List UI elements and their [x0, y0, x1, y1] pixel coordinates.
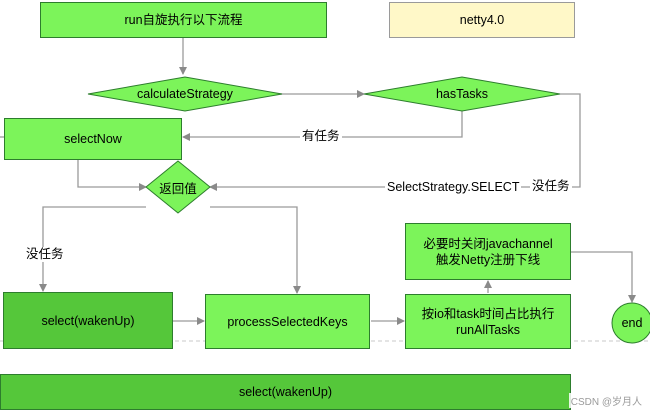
netty-version-note: netty4.0: [389, 2, 575, 38]
edge-return-to-select: [39, 206, 146, 292]
run-loop-label: run自旋执行以下流程: [124, 13, 243, 27]
process-selected-keys-box: processSelectedKeys: [205, 294, 370, 349]
edge-label-has-task: 有任务: [300, 129, 342, 144]
calculate-strategy-diamond: [87, 76, 283, 112]
select-wakeup-bar-label: select(wakenUp): [238, 385, 333, 399]
edge-return-to-process: [210, 206, 301, 294]
return-value-label: 返回值: [159, 181, 197, 196]
edge-selectnow-to-return: [77, 160, 147, 191]
end-circle: [611, 302, 650, 344]
select-wakeup-bar: select(wakenUp): [0, 374, 571, 410]
watermark: CSDN @岁月人: [568, 393, 644, 408]
calculate-strategy-label: calculateStrategy: [137, 87, 233, 101]
edge-hastasks-to-selectnow: [182, 111, 463, 141]
select-wakeup-label: select(wakenUp): [41, 313, 135, 328]
run-all-tasks-line1: 按io和task时间占比执行: [421, 306, 555, 321]
select-now-box: selectNow: [4, 118, 182, 160]
return-value-diamond: [145, 160, 211, 214]
close-channel-box: 必要时关闭javachannel 触发Netty注册下线: [405, 223, 571, 280]
edge-close-to-end: [571, 251, 636, 303]
edge-hastasks-to-return: [209, 93, 581, 191]
has-tasks-label: hasTasks: [435, 87, 489, 101]
edge-label-select-strategy: SelectStrategy.SELECT: [385, 180, 522, 195]
select-wakeup-box: select(wakenUp): [3, 292, 173, 349]
run-all-tasks-box: 按io和task时间占比执行 runAllTasks: [405, 294, 571, 349]
close-channel-line1: 必要时关闭javachannel: [423, 236, 553, 251]
run-loop-box: run自旋执行以下流程: [40, 2, 327, 38]
run-all-tasks-line2: runAllTasks: [456, 322, 520, 337]
has-tasks-diamond: [363, 76, 561, 112]
edge-label-no-task-right: 没任务: [530, 179, 572, 194]
end-label: end: [621, 316, 643, 330]
close-channel-line2: 触发Netty注册下线: [435, 252, 541, 267]
process-selected-keys-label: processSelectedKeys: [227, 314, 348, 329]
select-now-label: selectNow: [64, 132, 122, 146]
edge-label-no-task-left: 没任务: [24, 247, 66, 262]
netty-version-label: netty4.0: [459, 13, 505, 27]
